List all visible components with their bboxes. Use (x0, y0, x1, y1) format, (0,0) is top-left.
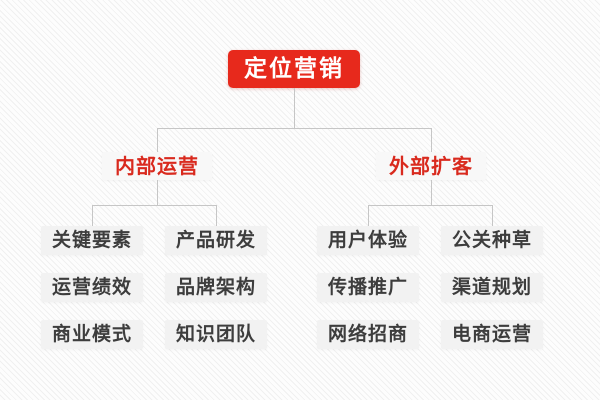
node-leaf: 关键要素 (41, 226, 143, 255)
connector-branch-left-drop (157, 128, 158, 152)
connector-root-down (294, 88, 295, 128)
node-leaf: 传播推广 (317, 273, 419, 302)
connector-left-horizontal (92, 205, 216, 206)
node-leaf: 公关种草 (441, 226, 543, 255)
connector-left-leaf1-drop (92, 205, 93, 226)
connector-right-horizontal (368, 205, 492, 206)
node-root: 定位营销 (228, 50, 360, 88)
connector-right-leaf2-drop (492, 205, 493, 226)
node-leaf: 知识团队 (165, 320, 267, 349)
node-leaf: 品牌架构 (165, 273, 267, 302)
connector-left-branch-down (157, 180, 158, 205)
connector-right-leaf1-drop (368, 205, 369, 226)
node-leaf: 用户体验 (317, 226, 419, 255)
leaf-group-external: 用户体验 公关种草 传播推广 渠道规划 网络招商 电商运营 (317, 226, 543, 349)
node-leaf: 电商运营 (441, 320, 543, 349)
node-leaf: 渠道规划 (441, 273, 543, 302)
node-branch-internal-operations: 内部运营 (102, 152, 212, 180)
node-leaf: 产品研发 (165, 226, 267, 255)
leaf-group-internal: 关键要素 产品研发 运营绩效 品牌架构 商业模式 知识团队 (41, 226, 267, 349)
connector-left-leaf2-drop (216, 205, 217, 226)
connector-right-branch-down (431, 180, 432, 205)
connector-branch-right-drop (431, 128, 432, 152)
connector-level1-horizontal (157, 128, 431, 129)
node-branch-external-expansion: 外部扩客 (376, 152, 486, 180)
node-leaf: 网络招商 (317, 320, 419, 349)
node-leaf: 运营绩效 (41, 273, 143, 302)
node-leaf: 商业模式 (41, 320, 143, 349)
